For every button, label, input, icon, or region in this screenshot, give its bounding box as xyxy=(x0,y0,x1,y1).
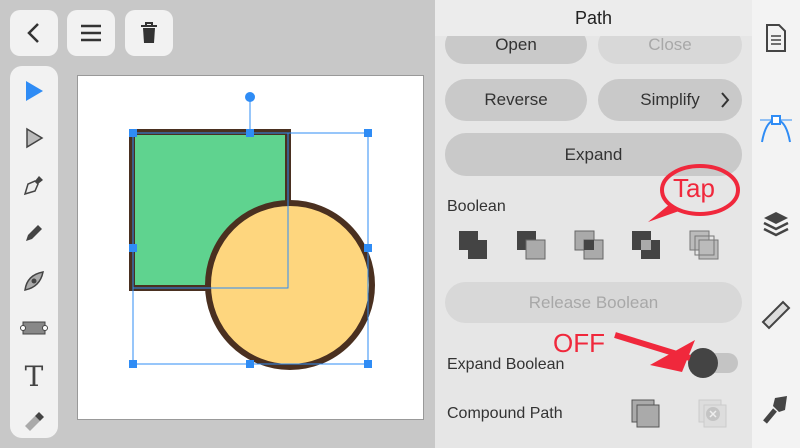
expand-button[interactable]: Expand xyxy=(445,133,742,176)
boolean-intersect-icon[interactable] xyxy=(574,230,604,260)
ruler-icon xyxy=(761,300,791,330)
circle-shape[interactable] xyxy=(205,200,375,370)
tap-annotation: Tap xyxy=(673,173,715,203)
document-button[interactable] xyxy=(752,18,800,58)
delete-button[interactable] xyxy=(125,10,173,56)
pencil-icon xyxy=(26,225,42,241)
expand-boolean-toggle[interactable] xyxy=(688,348,738,378)
layers-button[interactable] xyxy=(752,204,800,244)
direct-select-tool[interactable] xyxy=(10,118,58,158)
eraser-tool[interactable] xyxy=(10,401,58,441)
path-button[interactable] xyxy=(752,108,800,148)
compound-path-label: Compound Path xyxy=(447,405,563,422)
shape-tool[interactable] xyxy=(10,308,58,348)
pen-icon xyxy=(23,176,43,196)
toggle-knob xyxy=(688,348,718,378)
boolean-subtract-icon[interactable] xyxy=(516,230,546,260)
boolean-exclude-icon[interactable] xyxy=(631,230,661,260)
reverse-button[interactable]: Reverse xyxy=(445,79,587,121)
canvas-shapes xyxy=(129,92,375,370)
node-tool[interactable] xyxy=(10,261,58,301)
boolean-label: Boolean xyxy=(447,198,506,215)
ruler-button[interactable] xyxy=(752,295,800,335)
gradient-bar-icon xyxy=(20,321,48,335)
simplify-button[interactable]: Simplify xyxy=(598,79,742,121)
release-boolean-button[interactable]: Release Boolean xyxy=(445,282,742,323)
back-button[interactable] xyxy=(10,10,58,56)
pencil-tool[interactable] xyxy=(10,213,58,253)
arrow-icon xyxy=(26,81,43,101)
eraser-icon xyxy=(25,412,44,431)
annotation-graphics xyxy=(614,164,740,372)
bezier-path-icon xyxy=(760,115,792,143)
select-tool[interactable] xyxy=(10,71,58,111)
menu-button[interactable] xyxy=(67,10,115,56)
panel-title: Path xyxy=(435,0,752,36)
document-icon xyxy=(766,24,786,52)
boolean-divide-icon[interactable] xyxy=(689,230,719,260)
hamburger-icon xyxy=(81,24,101,42)
right-sidebar xyxy=(752,0,800,448)
hollow-arrow-icon xyxy=(26,127,44,149)
path-panel: Open Close Path Reverse Simplify Expand … xyxy=(435,0,752,448)
boolean-union-icon[interactable] xyxy=(458,230,488,260)
release-compound-icon[interactable] xyxy=(697,398,729,430)
brush-icon xyxy=(763,396,787,424)
text-tool[interactable]: T xyxy=(24,359,44,393)
chevron-right-icon xyxy=(721,92,730,108)
tool-palette: T xyxy=(10,66,58,438)
node-icon xyxy=(24,271,44,291)
style-button[interactable] xyxy=(752,390,800,430)
selection-handles[interactable] xyxy=(129,92,372,368)
layers-icon xyxy=(763,212,789,237)
make-compound-icon[interactable] xyxy=(630,398,662,430)
pen-tool[interactable] xyxy=(10,165,58,205)
expand-boolean-label: Expand Boolean xyxy=(447,356,565,373)
chevron-left-icon xyxy=(27,23,39,43)
off-annotation: OFF xyxy=(553,328,605,358)
trash-icon xyxy=(141,22,157,43)
